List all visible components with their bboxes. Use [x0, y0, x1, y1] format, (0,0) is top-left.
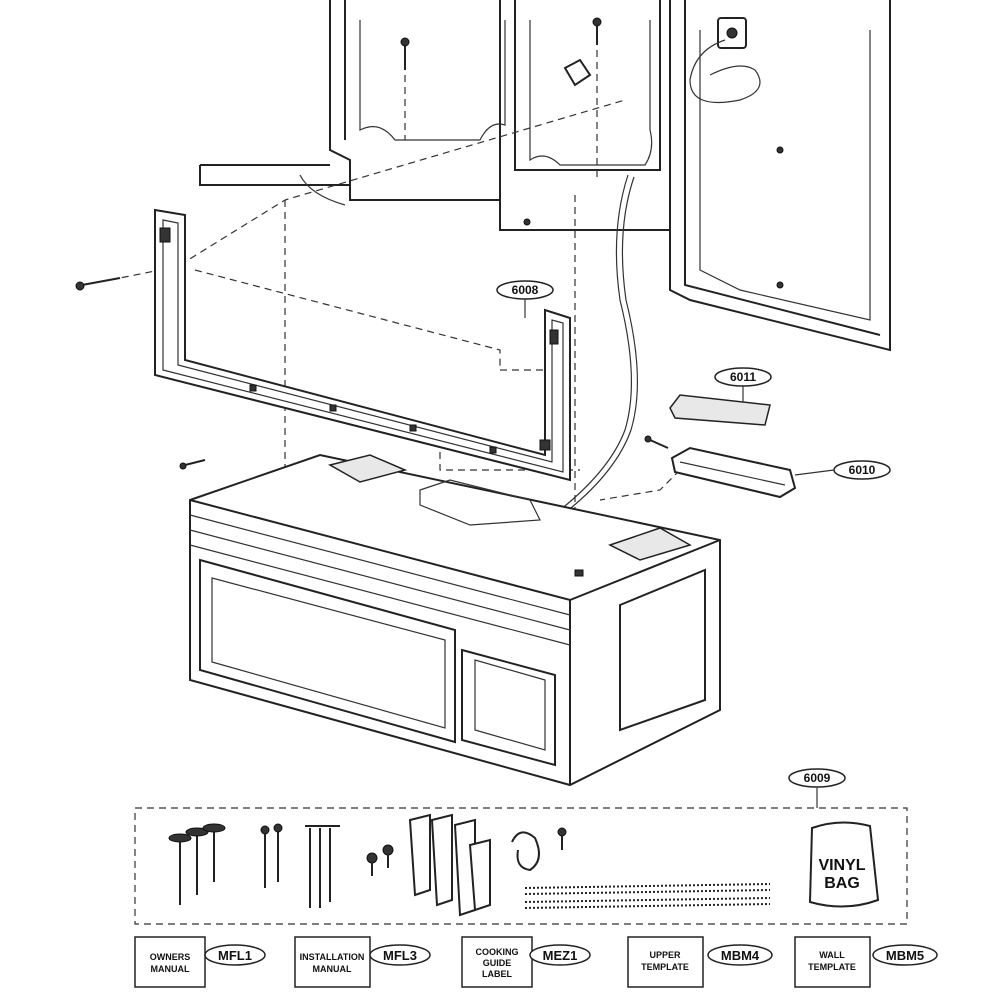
hardware-kit-box	[134, 788, 908, 925]
loose-screws	[75, 277, 669, 470]
upper-cabinets	[199, 0, 891, 352]
vinyl-bag-line1: VINYL	[818, 857, 865, 874]
toggle-bolts	[305, 825, 340, 908]
cabinet-screws	[400, 17, 602, 180]
doc-wall-template: WALL TEMPLATE MBM5	[794, 936, 938, 988]
doc-installation-manual-line2: MANUAL	[313, 964, 352, 974]
callout-label-6009: 6009	[804, 771, 831, 785]
callout-label-6010: 6010	[849, 463, 876, 477]
doc-wall-template-line2: TEMPLATE	[808, 962, 856, 972]
doc-upper-template-code: MBM4	[721, 948, 760, 963]
doc-cooking-guide-label: COOKING GUIDE LABEL MEZ1	[461, 936, 591, 988]
small-screws	[366, 844, 394, 876]
grease-filter-cover-6011	[669, 394, 771, 426]
microwave-oven	[189, 453, 721, 787]
doc-upper-template-line1: UPPER	[649, 950, 681, 960]
callout-6008: 6008	[496, 280, 554, 318]
cord-clamp	[511, 827, 567, 872]
doc-owners-manual-line1: OWNERS	[150, 952, 191, 962]
doc-installation-manual-code: MFL3	[383, 948, 417, 963]
callout-label-6008: 6008	[512, 283, 539, 297]
callout-6011: 6011	[714, 367, 772, 402]
filler-strips	[524, 883, 771, 909]
damper-assembly-6010	[670, 446, 797, 499]
wood-screws	[168, 823, 226, 905]
doc-wall-template-line1: WALL	[819, 950, 845, 960]
doc-cooking-guide-line1: COOKING	[475, 947, 518, 957]
spacer-brackets	[408, 813, 491, 917]
anchor-bolts	[260, 823, 283, 888]
callout-6009: 6009	[788, 768, 846, 788]
doc-wall-template-code: MBM5	[886, 948, 924, 963]
doc-cooking-guide-line3: LABEL	[482, 969, 512, 979]
wall-outlet-and-cord	[544, 17, 761, 543]
doc-cooking-guide-line2: GUIDE	[483, 958, 512, 968]
callout-label-6011: 6011	[730, 370, 756, 384]
doc-installation-manual: INSTALLATION MANUAL MFL3	[294, 936, 431, 988]
doc-owners-manual-code: MFL1	[218, 948, 252, 963]
doc-upper-template-line2: TEMPLATE	[641, 962, 689, 972]
callout-6010: 6010	[794, 460, 891, 480]
vinyl-bag-line2: BAG	[824, 875, 860, 892]
vinyl-bag: VINYL BAG	[808, 821, 880, 908]
doc-cooking-guide-code: MEZ1	[543, 948, 578, 963]
mounting-plate-6008	[154, 208, 571, 482]
doc-upper-template: UPPER TEMPLATE MBM4	[627, 936, 773, 988]
doc-installation-manual-line1: INSTALLATION	[300, 952, 365, 962]
doc-owners-manual: OWNERS MANUAL MFL1	[134, 936, 266, 988]
doc-owners-manual-line2: MANUAL	[151, 964, 190, 974]
